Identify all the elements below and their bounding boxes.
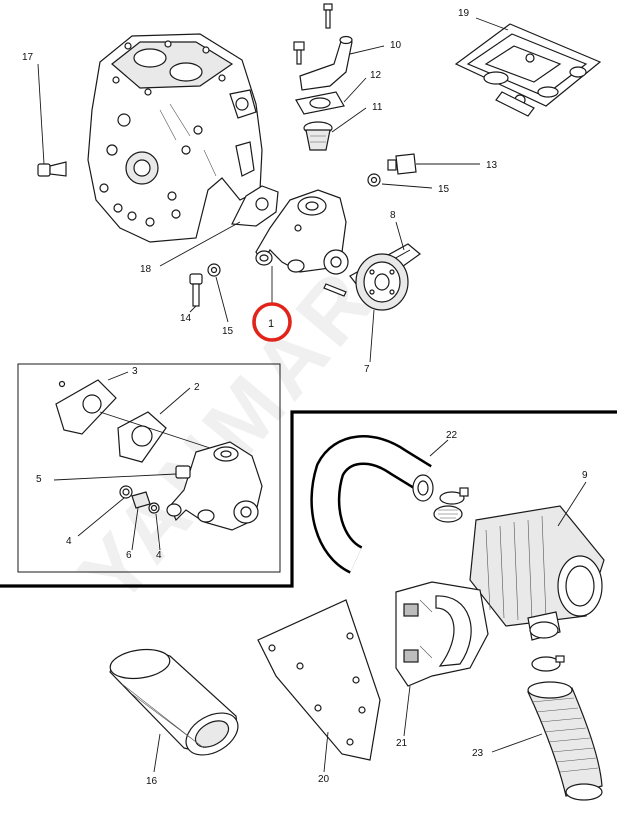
callout-16: 16 (146, 776, 158, 787)
highlight-ring (252, 302, 292, 342)
part-5-plug (175, 465, 191, 479)
callout-20: 20 (318, 774, 330, 785)
part-7-pulley: 7 (355, 253, 409, 375)
section-divider (0, 410, 617, 588)
part-19-gasket-kit: 19 (454, 8, 602, 117)
bolt-top (323, 3, 333, 29)
part-23-intake-hose: 23 (472, 655, 603, 801)
callout-17: 17 (22, 52, 34, 63)
callout-14: 14 (180, 313, 192, 324)
part-15-washer-right: 15 (367, 173, 450, 195)
callout-4a: 4 (66, 536, 72, 547)
callout-21: 21 (396, 738, 408, 749)
part-1-water-pump-assembly: 1 (252, 189, 349, 342)
callout-10: 10 (390, 40, 402, 51)
callout-23: 23 (472, 748, 484, 759)
part-14-bolt: 14 (180, 273, 203, 324)
callout-3: 3 (132, 366, 138, 377)
callout-8: 8 (390, 210, 396, 221)
part-18-gasket: 18 (140, 185, 279, 275)
part-11-thermostat: 11 (303, 102, 383, 151)
part-22-coolant-hose: 22 (310, 430, 458, 574)
part-13-temperature-sensor: 13 (387, 153, 498, 175)
part-21-mounting-bracket: 21 (395, 581, 489, 749)
callout-5: 5 (36, 474, 42, 485)
hose-clamp-upper (433, 487, 469, 523)
callout-18: 18 (140, 264, 152, 275)
callout-6: 6 (126, 550, 132, 561)
part-20-mounting-plate: 20 (257, 599, 381, 785)
inset-detail-frame: 3 2 5 4 6 4 (17, 363, 281, 573)
callout-2: 2 (194, 382, 200, 393)
part-6-sleeve (131, 491, 151, 509)
callout-11: 11 (372, 102, 383, 113)
callout-15a: 15 (222, 326, 234, 337)
callout-12: 12 (370, 70, 382, 81)
part-15-washer-left: 15 (207, 263, 234, 337)
part-12-thermostat-gasket: 12 (295, 70, 382, 115)
engine-block (87, 33, 263, 243)
part-17-drain-plug: 17 (22, 52, 67, 177)
part-10-water-outlet-elbow: 10 (293, 35, 402, 91)
callout-22: 22 (446, 430, 458, 441)
part-16-filter-element: 16 (109, 648, 239, 787)
callout-7: 7 (364, 364, 370, 375)
callout-15b: 15 (438, 184, 450, 195)
callout-4b: 4 (156, 550, 162, 561)
callout-19: 19 (458, 8, 470, 19)
part-9-air-cleaner: 9 (469, 470, 605, 641)
callout-9: 9 (582, 470, 588, 481)
callout-1: 1 (268, 318, 274, 330)
callout-13: 13 (486, 160, 498, 171)
